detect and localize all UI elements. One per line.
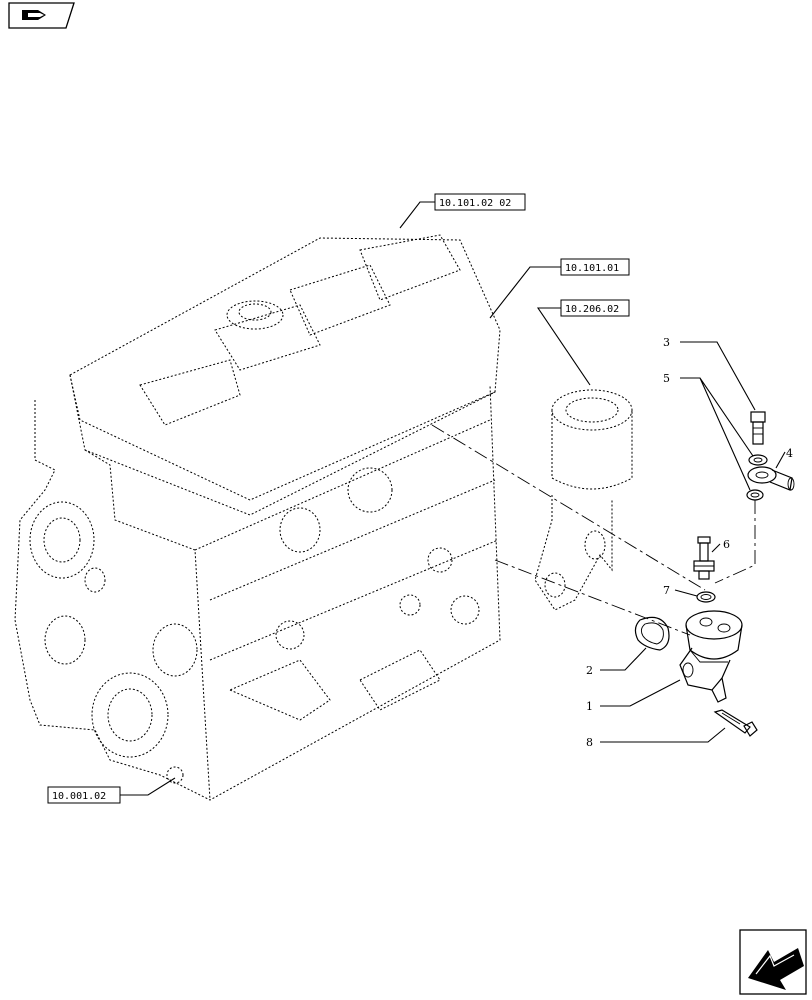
callout-7[interactable]: 7 <box>663 584 670 597</box>
pipe-connector <box>693 536 715 580</box>
svg-text:10.101.01: 10.101.01 <box>565 263 619 274</box>
oil-filter <box>534 389 633 611</box>
svg-text:6: 6 <box>723 538 730 551</box>
svg-text:3: 3 <box>663 336 670 349</box>
leader-8 <box>600 727 726 743</box>
ref-box-filter[interactable]: 10.206.02 <box>560 299 630 317</box>
leader-ref-upper <box>489 266 561 319</box>
leader-ref-top <box>399 201 435 229</box>
callout-2[interactable]: 2 <box>586 664 593 677</box>
leader-5 <box>680 377 754 491</box>
svg-text:1: 1 <box>586 700 593 713</box>
svg-text:10.206.02: 10.206.02 <box>565 304 619 315</box>
pump-gasket <box>634 616 670 651</box>
callout-5[interactable]: 5 <box>663 372 670 385</box>
callout-4[interactable]: 4 <box>786 447 793 460</box>
transfer-pump <box>679 610 743 703</box>
leader-6 <box>711 543 721 553</box>
engine-block <box>14 234 501 801</box>
alignment-line-banjo <box>714 500 756 584</box>
svg-text:8: 8 <box>586 736 593 749</box>
svg-text:10.001.02: 10.001.02 <box>52 791 106 802</box>
leader-3 <box>680 341 756 411</box>
svg-text:7: 7 <box>663 584 670 597</box>
leader-4 <box>775 451 786 469</box>
mounting-bolt <box>713 709 758 737</box>
callout-8[interactable]: 8 <box>586 736 593 749</box>
svg-text:2: 2 <box>586 664 593 677</box>
ref-box-upper[interactable]: 10.101.01 <box>560 258 630 276</box>
leader-1 <box>600 679 681 707</box>
leader-2 <box>600 647 647 671</box>
ref-box-block[interactable]: 10.001.02 <box>47 786 121 804</box>
svg-text:10.101.02 02: 10.101.02 02 <box>439 198 511 209</box>
o-ring <box>696 591 716 603</box>
next-page-arrow-icon[interactable] <box>739 929 807 995</box>
banjo-fitting <box>747 466 795 491</box>
svg-text:5: 5 <box>663 372 670 385</box>
alignment-line-filter <box>431 424 706 591</box>
callout-3[interactable]: 3 <box>663 336 670 349</box>
leader-ref-block <box>120 777 176 796</box>
banjo-bolt <box>750 411 766 445</box>
ref-box-top[interactable]: 10.101.02 02 <box>434 193 526 211</box>
sealing-washers <box>746 454 768 501</box>
callout-1[interactable]: 1 <box>586 700 593 713</box>
leader-ref-filter <box>536 307 591 386</box>
callout-6[interactable]: 6 <box>723 538 730 551</box>
book-arrow-icon[interactable] <box>8 2 75 29</box>
svg-text:4: 4 <box>786 447 793 460</box>
leader-7 <box>674 589 698 597</box>
alignment-line-pump <box>494 559 691 636</box>
